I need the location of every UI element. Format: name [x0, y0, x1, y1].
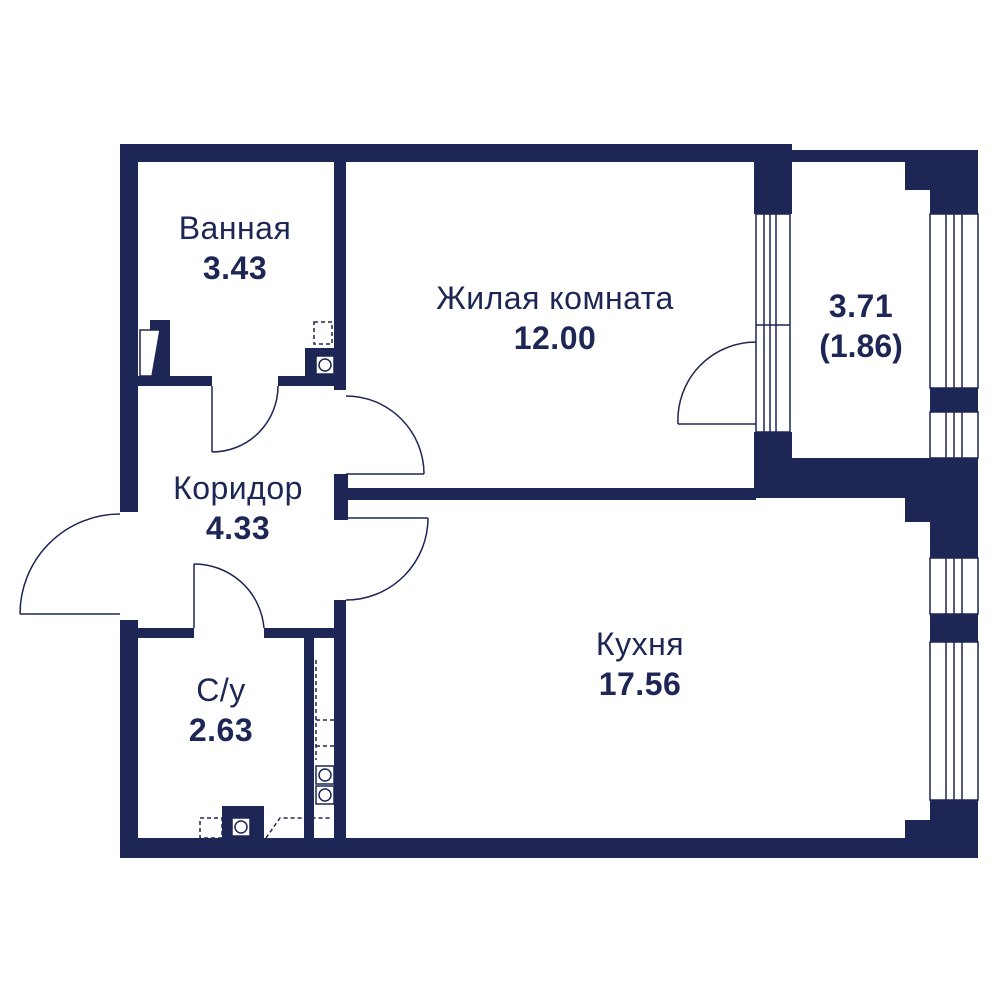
living-area: 12.00	[513, 320, 597, 356]
walls	[120, 144, 978, 858]
bathroom-name: Ванная	[178, 210, 292, 246]
wc-name: С/у	[196, 672, 246, 708]
wall-wc-right	[304, 638, 314, 838]
wall-right-mid-pier	[754, 432, 792, 498]
wall-bath-living	[334, 162, 346, 390]
balcony-pier	[930, 388, 978, 412]
wall-wc-top-left	[138, 628, 194, 638]
kitchen-pier-1	[930, 498, 978, 558]
corridor-name: Коридор	[173, 470, 303, 506]
kitchen-pier-2	[930, 614, 978, 642]
wall-left-upper	[120, 144, 138, 512]
windows	[755, 213, 979, 801]
wall-bottom	[120, 838, 910, 858]
doors	[19, 341, 757, 629]
balcony-area: 3.71	[828, 288, 894, 324]
wall-left-lower	[120, 620, 138, 858]
wall-bath-bottom-right	[278, 376, 338, 386]
wall-wc-top-right	[264, 628, 340, 638]
bathroom-area: 3.43	[202, 250, 268, 286]
living-name: Жилая комната	[436, 280, 674, 316]
room-living: Жилая комната 12.00	[380, 282, 730, 354]
wall-right-upper-pier	[754, 144, 792, 214]
kitchen-area: 17.56	[598, 666, 682, 702]
room-kitchen: Кухня 17.56	[540, 628, 740, 700]
wc-area: 2.63	[188, 712, 254, 748]
wall-top	[120, 144, 792, 162]
room-corridor: Коридор 4.33	[140, 472, 336, 544]
corridor-area: 4.33	[205, 510, 271, 546]
balcony-wall-right-top	[930, 150, 978, 214]
balcony-area-reduced: (1.86)	[819, 328, 903, 364]
room-balcony: 3.71 (1.86)	[792, 290, 930, 362]
wall-bath-bottom-left	[138, 376, 212, 386]
balcony-wall-bottom	[792, 458, 978, 498]
wall-corridor-kitchen	[334, 600, 346, 840]
jamb-living-1	[334, 474, 348, 502]
kitchen-name: Кухня	[595, 626, 685, 662]
room-wc: С/у 2.63	[140, 674, 302, 746]
room-bathroom: Ванная 3.43	[150, 212, 320, 284]
jamb-living-2	[334, 498, 348, 520]
fixtures	[139, 321, 335, 839]
wall-living-kitchen	[334, 488, 756, 500]
kitchen-pier-3	[930, 800, 978, 858]
